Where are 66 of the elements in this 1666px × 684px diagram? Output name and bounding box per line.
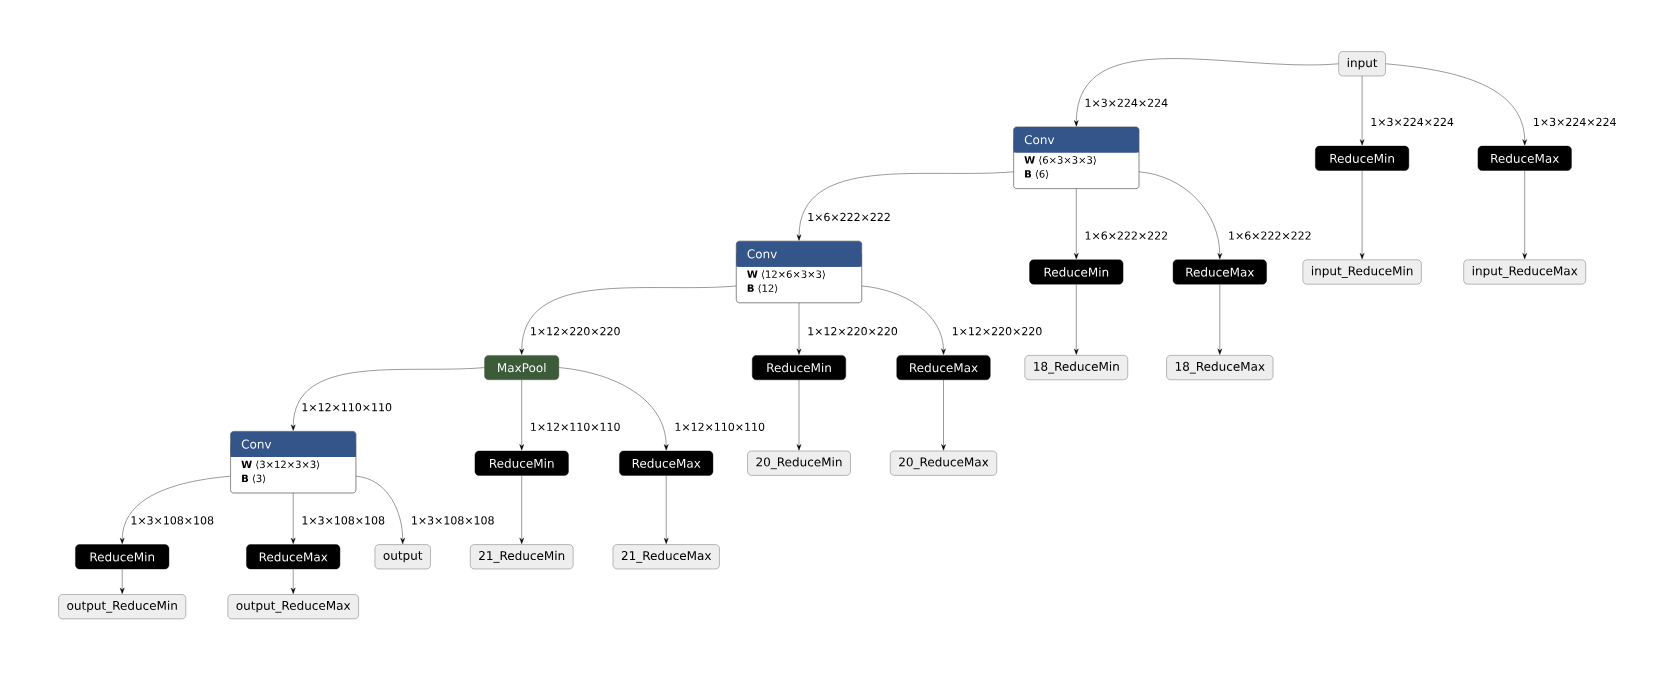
edge-label: 1×12×220×220 [528, 326, 622, 337]
edge-label: 1×3×224×224 [1369, 116, 1455, 128]
operator-box: MaxPool [484, 355, 560, 380]
arrow [796, 171, 1014, 241]
arrow [1139, 171, 1223, 260]
arrow [519, 475, 524, 544]
edge-label: 1×6×222×222 [1083, 230, 1170, 241]
arrow [796, 302, 802, 355]
arrow [1217, 284, 1223, 355]
edge-label: 1×12×220×220 [950, 326, 1044, 337]
operator-box: ReduceMax [1477, 145, 1572, 171]
tensor-box: input_ReduceMin [1302, 259, 1422, 285]
tensor-box: output_ReduceMin [58, 594, 187, 620]
tensor-box: output [374, 544, 431, 570]
edge-label: 1×6×222×222 [806, 211, 892, 223]
arrow [558, 367, 669, 451]
operator-box: ReduceMin [75, 544, 170, 570]
arrow [663, 475, 669, 544]
conv-box: Conv W ⟨6×3×3×3⟩ B ⟨6⟩ [1013, 126, 1140, 189]
edge-label: 1×12×110×110 [528, 421, 622, 432]
edge-label: 1×3×108×108 [129, 515, 216, 526]
operator-box: ReduceMax [246, 544, 341, 570]
edge-label: 1×12×220×220 [806, 326, 899, 337]
edge-label: 1×3×108×108 [409, 515, 496, 526]
arrow [941, 379, 946, 451]
arrow [1359, 76, 1365, 146]
edge-label: 1×12×110×110 [300, 402, 394, 413]
tensor-box: 21_ReduceMin [470, 544, 574, 570]
tensor-box: 21_ReduceMax [612, 544, 720, 570]
operator-box: ReduceMin [1029, 259, 1124, 285]
arrow [1359, 170, 1365, 260]
arrow [1385, 63, 1527, 146]
arrow [119, 476, 231, 544]
tensor-box: input_ReduceMax [1463, 259, 1586, 285]
arrow [290, 493, 296, 544]
arrow [355, 476, 405, 544]
operator-box: ReduceMin [1315, 145, 1410, 171]
tensor-box: output_ReduceMax [227, 594, 359, 620]
arrow [796, 379, 802, 451]
operator-box: ReduceMin [474, 450, 569, 476]
conv-box: Conv W ⟨3×12×3×3⟩ B ⟨3⟩ [230, 431, 357, 494]
arrow [290, 367, 485, 431]
arrow [1074, 58, 1339, 127]
edge-label: 1×12×110×110 [673, 421, 767, 432]
arrow [290, 568, 296, 594]
operator-box: ReduceMax [619, 450, 714, 476]
arrow [1074, 188, 1079, 260]
tensor-box: 18_ReduceMax [1166, 355, 1274, 380]
tensor-box: 20_ReduceMax [890, 450, 997, 476]
operator-box: ReduceMin [752, 355, 846, 380]
operator-box: ReduceMax [896, 355, 991, 380]
edge-label: 1×3×224×224 [1531, 116, 1618, 128]
tensor-box: input [1338, 51, 1386, 77]
tensor-box: 20_ReduceMin [747, 450, 851, 476]
edge-label: 1×6×222×222 [1227, 230, 1313, 241]
arrow [1522, 170, 1527, 260]
arrow [119, 568, 125, 594]
edge-label: 1×3×224×224 [1083, 97, 1170, 108]
tensor-box: 18_ReduceMin [1024, 355, 1128, 380]
edge-label: 1×3×108×108 [300, 515, 387, 526]
operator-box: ReduceMax [1172, 259, 1267, 285]
arrow [519, 285, 737, 355]
arrow [519, 379, 524, 451]
arrow [861, 285, 946, 355]
conv-box: Conv W ⟨12×6×3×3⟩ B ⟨12⟩ [736, 241, 862, 303]
arrow [1074, 284, 1079, 355]
